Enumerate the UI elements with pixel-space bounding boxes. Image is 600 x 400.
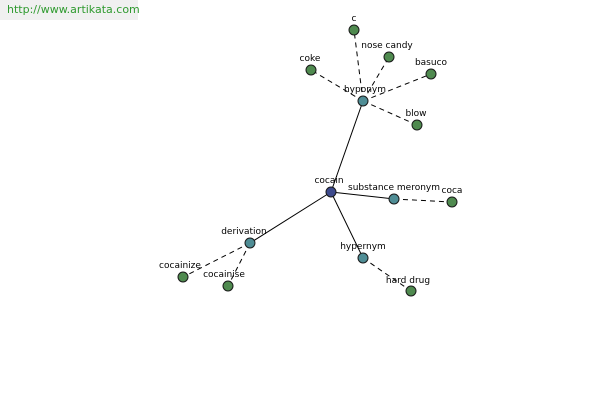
node-hypernym[interactable]: hypernym: [340, 242, 386, 264]
edge-substance-coca: [393, 198, 453, 203]
node-label-hypernym: hypernym: [340, 242, 386, 252]
node-circle-basuco[interactable]: [425, 68, 437, 80]
node-blow[interactable]: blow: [405, 109, 427, 131]
watermark-bar: http://www.artikata.com: [0, 0, 140, 20]
edge-hypernym-harddrug: [362, 257, 412, 292]
node-circle-derivation[interactable]: [244, 237, 256, 249]
node-substance[interactable]: substance meronym: [348, 183, 440, 205]
node-circle-substance[interactable]: [388, 193, 400, 205]
node-circle-cocain[interactable]: [325, 186, 337, 198]
edge-hyponym-coke: [310, 69, 364, 102]
node-circle-cocainize[interactable]: [177, 271, 189, 283]
node-circle-coke[interactable]: [305, 64, 317, 76]
edge-cocain-hyponym: [330, 100, 364, 193]
node-label-harddrug: hard drug: [386, 276, 430, 286]
node-label-basuco: basuco: [415, 58, 448, 68]
node-nosecandy[interactable]: nose candy: [361, 41, 413, 63]
node-hyponym[interactable]: hyponym: [344, 85, 386, 107]
node-label-derivation: derivation: [221, 227, 267, 237]
graph-edges: [182, 29, 453, 292]
edge-hyponym-basuco: [362, 73, 432, 102]
node-label-blow: blow: [405, 109, 426, 119]
node-circle-coca[interactable]: [446, 196, 458, 208]
node-circle-nosecandy[interactable]: [383, 51, 395, 63]
node-label-coke: coke: [300, 54, 321, 64]
node-label-cocain: cocain: [314, 176, 343, 186]
node-circle-blow[interactable]: [411, 119, 423, 131]
node-label-cocainize: cocainize: [159, 261, 201, 271]
node-c[interactable]: c: [348, 14, 360, 36]
node-circle-hyponym[interactable]: [357, 95, 369, 107]
edge-cocain-derivation: [249, 191, 332, 244]
edge-cocain-hypernym: [330, 191, 364, 259]
node-label-hyponym: hyponym: [344, 85, 386, 95]
node-coke[interactable]: coke: [300, 54, 321, 76]
node-harddrug[interactable]: hard drug: [386, 276, 430, 297]
edge-derivation-cocainise: [227, 242, 251, 287]
watermark-link[interactable]: http://www.artikata.com: [7, 3, 140, 16]
node-label-c: c: [352, 14, 357, 24]
node-circle-harddrug[interactable]: [405, 285, 417, 297]
node-label-coca: coca: [442, 186, 463, 196]
node-basuco[interactable]: basuco: [415, 58, 448, 80]
node-derivation[interactable]: derivation: [221, 227, 267, 249]
node-cocainise[interactable]: cocainise: [203, 270, 245, 292]
node-cocainize[interactable]: cocainize: [159, 261, 201, 283]
node-label-cocainise: cocainise: [203, 270, 245, 280]
edge-hyponym-c: [353, 29, 364, 102]
node-label-substance: substance meronym: [348, 183, 440, 193]
node-label-nosecandy: nose candy: [361, 41, 413, 51]
node-circle-cocainise[interactable]: [222, 280, 234, 292]
edge-hyponym-blow: [362, 100, 418, 126]
graph-nodes: cocain hyponym substance meronym derivation…: [159, 14, 463, 297]
node-circle-c[interactable]: [348, 24, 360, 36]
edge-cocain-substance: [330, 191, 395, 200]
edge-derivation-cocainize: [182, 242, 251, 278]
node-coca[interactable]: coca: [442, 186, 463, 208]
node-cocain[interactable]: cocain: [314, 176, 344, 198]
node-circle-hypernym[interactable]: [357, 252, 369, 264]
